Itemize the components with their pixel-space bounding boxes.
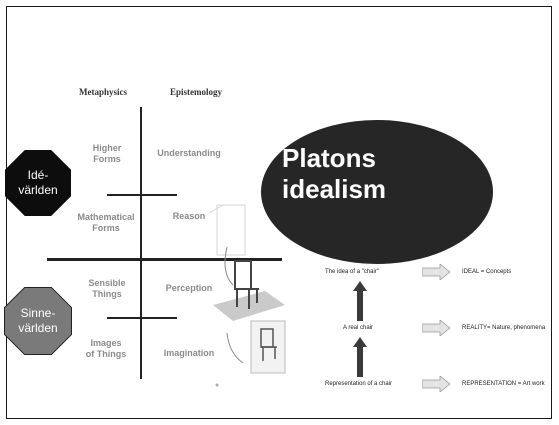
mathematical-forms-line2: Forms xyxy=(92,223,120,233)
higher-forms-label: Higher Forms xyxy=(77,143,137,165)
higher-forms-line2: Forms xyxy=(93,154,121,164)
idea-of-chair-label: The idea of a "chair" xyxy=(325,269,379,275)
understanding-label: Understanding xyxy=(157,148,221,158)
ideavarlden-badge: Idé- världen xyxy=(5,150,71,216)
images-of-things-line1: Images xyxy=(90,338,122,348)
title-ellipse xyxy=(261,120,493,264)
up-arrow-icon xyxy=(353,337,367,377)
representation-of-chair-label: Representation of a chair xyxy=(325,381,393,387)
sinnevarlden-line1: Sinne- xyxy=(20,306,56,320)
real-chair-label: A real chair xyxy=(343,325,374,331)
vertical-divider xyxy=(140,107,142,379)
upper-divider xyxy=(107,194,177,196)
reason-label: Reason xyxy=(172,211,206,221)
reality-nature-label: REALITY= Nature, phenomena xyxy=(462,325,546,331)
representation-art-label: REPRESENTATION = Art work xyxy=(462,381,545,387)
epistemology-heading: Epistemology xyxy=(170,87,223,97)
ideavarlden-line1: Idé- xyxy=(27,168,49,182)
sinnevarlden-line2: världen xyxy=(18,321,58,335)
images-of-things-line2: of Things xyxy=(85,349,127,359)
mathematical-forms-line1: Mathematical xyxy=(77,212,135,222)
chair-sketch-illustration xyxy=(208,204,286,387)
sensible-things-line1: Sensible xyxy=(88,278,126,288)
perception-label: Perception xyxy=(165,283,213,293)
slide-title: Platons idealism xyxy=(282,143,386,205)
right-arrow-icon xyxy=(422,264,450,280)
slide-title-line2: idealism xyxy=(282,174,387,204)
right-arrow-icon xyxy=(422,320,450,336)
metaphysics-heading: Metaphysics xyxy=(79,87,127,97)
mathematical-forms-label: Mathematical Forms xyxy=(73,212,139,234)
up-arrow-icon xyxy=(353,281,367,321)
lower-divider xyxy=(107,317,177,319)
imagination-label: Imagination xyxy=(163,348,215,358)
sensible-things-label: Sensible Things xyxy=(77,278,137,300)
sensible-things-line2: Things xyxy=(92,289,122,299)
images-of-things-label: Images of Things xyxy=(73,338,139,360)
right-arrow-icon xyxy=(422,376,450,392)
ideavarlden-line2: världen xyxy=(18,183,58,197)
ideal-concepts-label: IDEAL = Concepts xyxy=(462,269,512,275)
slide-title-line1: Platons xyxy=(282,143,376,173)
main-divider xyxy=(47,258,282,261)
sinnevarlden-badge: Sinne- världen xyxy=(5,288,71,354)
slide: Metaphysics Epistemology Higher Forms Ma… xyxy=(4,6,552,419)
higher-forms-line1: Higher xyxy=(92,143,122,153)
